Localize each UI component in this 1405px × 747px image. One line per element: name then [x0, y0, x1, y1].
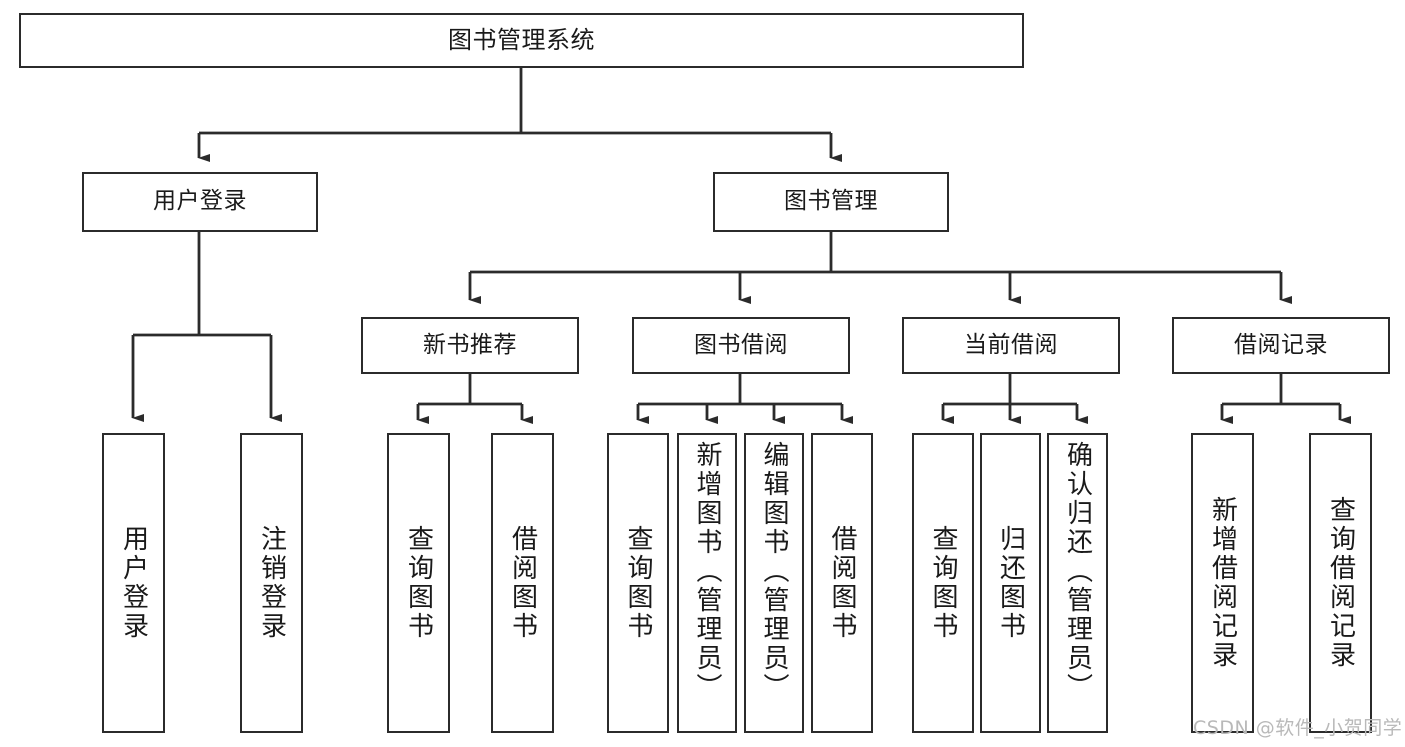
node-root[interactable]: 图书管理系统	[19, 13, 1024, 68]
node-leaf-return-book-label: 归还图书	[995, 525, 1026, 641]
node-borrow-record-label: 借阅记录	[1234, 331, 1328, 358]
node-leaf-query-book-3[interactable]: 查询图书	[912, 433, 974, 733]
node-leaf-user-login[interactable]: 用户登录	[102, 433, 165, 733]
node-leaf-add-book[interactable]: 新增图书（管理员）	[677, 433, 737, 733]
node-leaf-borrow-book-1-label: 借阅图书	[507, 525, 538, 641]
node-new-book-recommend[interactable]: 新书推荐	[361, 317, 579, 374]
node-leaf-logout-label: 注销登录	[256, 525, 287, 641]
node-leaf-edit-book-label: 编辑图书（管理员）	[759, 441, 789, 702]
node-leaf-query-book-3-label: 查询图书	[928, 525, 958, 641]
node-user-login-label: 用户登录	[153, 188, 247, 215]
node-leaf-user-login-label: 用户登录	[118, 525, 149, 641]
node-current-borrow[interactable]: 当前借阅	[902, 317, 1120, 374]
node-leaf-edit-book[interactable]: 编辑图书（管理员）	[744, 433, 804, 733]
node-root-label: 图书管理系统	[448, 26, 595, 55]
node-leaf-query-book-2[interactable]: 查询图书	[607, 433, 669, 733]
node-leaf-borrow-book-1[interactable]: 借阅图书	[491, 433, 554, 733]
watermark-text: CSDN @软件_小贺同学	[1193, 717, 1403, 739]
node-leaf-borrow-book-2-label: 借阅图书	[827, 525, 857, 641]
node-leaf-query-book-1-label: 查询图书	[403, 525, 434, 641]
node-leaf-return-book[interactable]: 归还图书	[980, 433, 1041, 733]
node-leaf-query-book-2-label: 查询图书	[623, 525, 653, 641]
node-leaf-add-record[interactable]: 新增借阅记录	[1191, 433, 1254, 733]
node-leaf-query-book-1[interactable]: 查询图书	[387, 433, 450, 733]
node-leaf-confirm-return[interactable]: 确认归还（管理员）	[1047, 433, 1108, 733]
node-leaf-add-record-label: 新增借阅记录	[1207, 496, 1238, 670]
node-borrow-record[interactable]: 借阅记录	[1172, 317, 1390, 374]
node-new-book-recommend-label: 新书推荐	[423, 331, 517, 358]
node-book-borrow[interactable]: 图书借阅	[632, 317, 850, 374]
node-user-login[interactable]: 用户登录	[82, 172, 318, 232]
node-current-borrow-label: 当前借阅	[964, 331, 1058, 358]
node-book-manage-label: 图书管理	[784, 188, 878, 215]
node-leaf-query-record[interactable]: 查询借阅记录	[1309, 433, 1372, 733]
node-leaf-add-book-label: 新增图书（管理员）	[692, 441, 722, 702]
node-book-borrow-label: 图书借阅	[694, 331, 788, 358]
node-leaf-query-record-label: 查询借阅记录	[1325, 496, 1356, 670]
node-leaf-confirm-return-label: 确认归还（管理员）	[1062, 441, 1093, 702]
node-leaf-borrow-book-2[interactable]: 借阅图书	[811, 433, 873, 733]
node-leaf-logout[interactable]: 注销登录	[240, 433, 303, 733]
node-book-manage[interactable]: 图书管理	[713, 172, 949, 232]
